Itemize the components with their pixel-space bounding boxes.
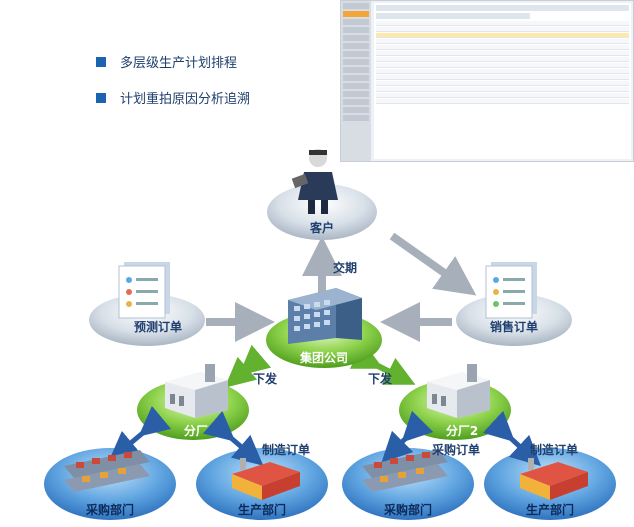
warehouse-shelves-icon-2 (362, 450, 448, 492)
edge-label-purchase-order-2: 采购订单 (431, 442, 480, 457)
arrow-branch1-purchase (108, 405, 172, 462)
software-screenshot (340, 0, 634, 162)
sales-order-label: 销售订单 (490, 319, 538, 334)
forecast-order-node: 预测订单 (89, 294, 205, 346)
sales-order-node: 销售订单 (456, 294, 572, 346)
factory-icon-2 (427, 364, 490, 418)
production-dept-1-label: 生产部门 (238, 502, 286, 517)
factory-icon-1 (165, 364, 228, 418)
bullet-square-icon (96, 92, 106, 103)
warehouse-shelves-icon-1 (64, 450, 150, 492)
purchase-dept-1-label: 采购部门 (85, 502, 134, 517)
edge-label-issue-left: 下发 (253, 371, 278, 386)
office-building-icon (288, 288, 362, 344)
arrow-branch2-production (482, 410, 542, 467)
arrow-branch2-purchase (381, 410, 434, 463)
bullet-item-2: 计划重拍原因分析追溯 (96, 88, 250, 107)
blue-arrows (108, 405, 542, 467)
edge-label-issue-right: 下发 (368, 371, 393, 386)
sales-document-icon (485, 262, 537, 319)
bullet-text: 计划重拍原因分析追溯 (120, 92, 251, 107)
branch2-label: 分厂2 (446, 423, 478, 438)
branch1-label: 分厂1 (184, 423, 216, 438)
screenshot-table (374, 3, 631, 159)
red-factory-icon-2 (520, 458, 588, 500)
edge-label-delivery: 交期 (333, 260, 357, 275)
forecast-order-label: 预测订单 (134, 319, 182, 334)
arrow-group-branch2 (349, 341, 416, 385)
bullet-square-icon (96, 56, 106, 67)
edge-label-mfg-order-1: 制造订单 (262, 442, 310, 457)
group-company-label: 集团公司 (299, 350, 348, 365)
bullet-item-1: 多层级生产计划排程 (96, 52, 237, 71)
green-arrows (224, 341, 416, 388)
businessman-icon (291, 149, 338, 214)
red-factory-icon-1 (232, 458, 300, 500)
arrow-customer-to-sales (389, 232, 477, 296)
arrow-branch1-production (202, 410, 264, 466)
forecast-document-icon (118, 262, 170, 319)
customer-label: 客户 (309, 220, 334, 235)
arrow-group-branch1 (224, 344, 272, 388)
bullet-text: 多层级生产计划排程 (120, 56, 238, 71)
screenshot-sidebar (341, 1, 371, 161)
purchase-dept-2-label: 采购部门 (383, 502, 432, 517)
edge-label-mfg-order-2: 制造订单 (530, 442, 578, 457)
production-dept-2-label: 生产部门 (526, 502, 574, 517)
